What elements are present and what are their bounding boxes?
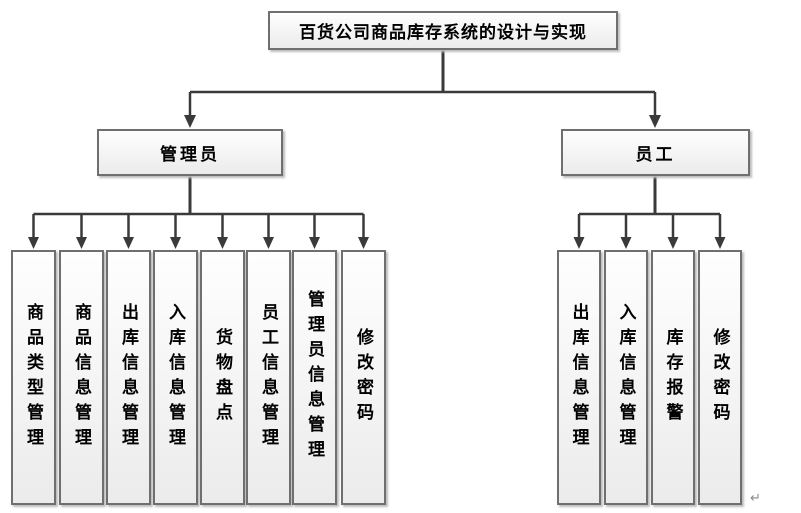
leaf-node-label: 商品类型管理 xyxy=(24,302,43,453)
leaf-node-staff-3: 库存报警 xyxy=(651,250,695,505)
arrowhead xyxy=(309,237,320,249)
arrowhead xyxy=(184,115,196,128)
leaf-node-admin-5: 货物盘点 xyxy=(200,250,245,505)
leaf-node-admin-8: 修改密码 xyxy=(341,250,386,505)
arrowhead xyxy=(263,237,274,249)
leaf-node-admin-2: 商品信息管理 xyxy=(59,250,104,505)
leaf-node-admin-6: 员工信息管理 xyxy=(246,250,291,505)
connector-staff-to-leaves xyxy=(573,176,726,249)
leaf-node-label: 管理员信息管理 xyxy=(305,290,324,465)
arrowhead xyxy=(170,237,181,249)
leaf-node-admin-3: 出库信息管理 xyxy=(106,250,151,505)
connector-title-to-branches xyxy=(184,50,661,128)
branch-node-admin: 管理员 xyxy=(97,129,283,176)
arrowhead xyxy=(123,237,134,249)
leaf-node-label: 货物盘点 xyxy=(213,327,232,428)
leaf-node-admin-7: 管理员信息管理 xyxy=(292,250,337,505)
leaf-node-label: 出库信息管理 xyxy=(569,302,589,453)
root-node-title: 百货公司商品库存系统的设计与实现 xyxy=(268,11,618,50)
arrowhead xyxy=(714,237,726,249)
leaf-node-label: 修改密码 xyxy=(354,327,373,428)
arrowhead xyxy=(76,237,87,249)
leaf-node-label: 出库信息管理 xyxy=(119,302,138,453)
arrowhead xyxy=(573,237,585,249)
leaf-node-staff-4: 修改密码 xyxy=(698,250,742,505)
arrowhead xyxy=(649,115,661,128)
leaf-node-label: 入库信息管理 xyxy=(166,302,185,453)
arrowhead xyxy=(667,237,679,249)
leaf-node-label: 入库信息管理 xyxy=(616,302,636,453)
arrowhead xyxy=(358,237,369,249)
leaf-node-staff-1: 出库信息管理 xyxy=(557,250,601,505)
arrowhead xyxy=(620,237,632,249)
leaf-node-label: 商品信息管理 xyxy=(72,302,91,453)
leaf-node-staff-2: 入库信息管理 xyxy=(604,250,648,505)
connector-admin-to-leaves xyxy=(28,176,369,249)
leaf-node-label: 修改密码 xyxy=(710,327,730,428)
leaf-node-admin-1: 商品类型管理 xyxy=(11,250,56,505)
arrowhead xyxy=(217,237,228,249)
paragraph-return-icon: ↵ xyxy=(750,491,761,506)
leaf-node-label: 员工信息管理 xyxy=(259,302,278,453)
arrowhead xyxy=(28,237,39,249)
leaf-node-label: 库存报警 xyxy=(663,327,683,428)
branch-node-staff: 员工 xyxy=(561,129,750,176)
leaf-node-admin-4: 入库信息管理 xyxy=(153,250,198,505)
